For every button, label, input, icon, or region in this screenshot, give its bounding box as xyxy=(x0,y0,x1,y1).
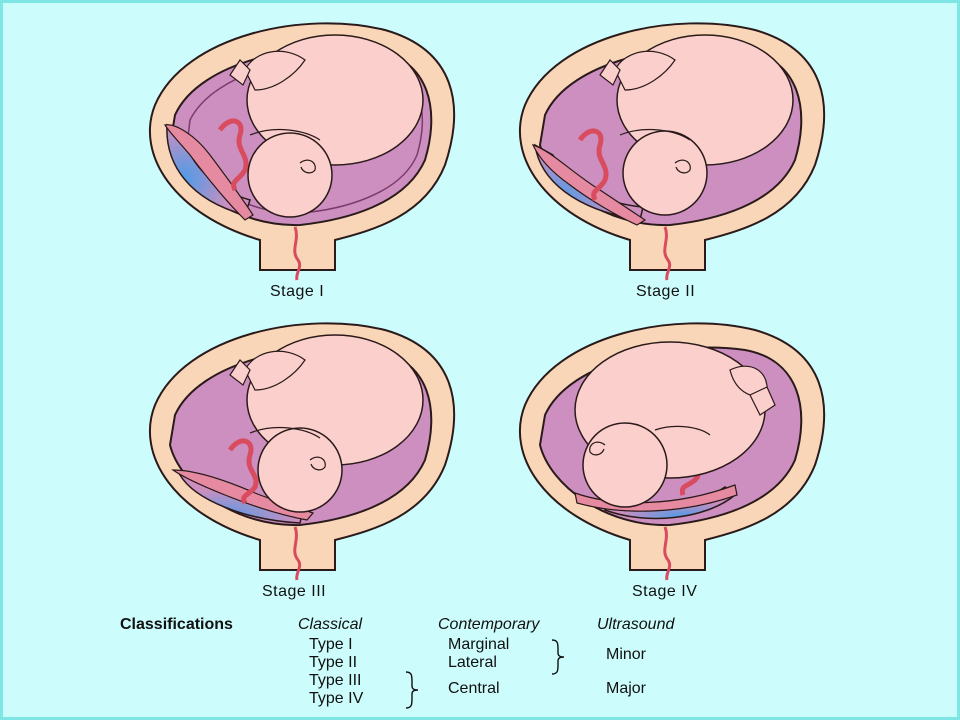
fetus xyxy=(574,341,776,508)
placenta xyxy=(531,144,647,226)
column-contemporary: Contemporary xyxy=(438,616,540,633)
contemporary-lateral: Lateral xyxy=(448,654,497,671)
fetus xyxy=(229,34,424,218)
brace-classical-3-4 xyxy=(405,671,419,709)
stage-label-3: Stage III xyxy=(262,583,327,600)
fetus xyxy=(229,334,424,513)
classical-type-2: Type II xyxy=(309,654,358,671)
placenta xyxy=(164,124,254,221)
cervix xyxy=(293,226,302,281)
stage-label-1: Stage I xyxy=(270,283,325,300)
umbilical-cord xyxy=(217,118,249,192)
classical-type-3: Type III xyxy=(309,672,362,689)
column-ultrasound: Ultrasound xyxy=(597,616,675,633)
classical-type-4: Type IV xyxy=(309,690,364,707)
cervix xyxy=(663,526,672,581)
stage-label-2: Stage II xyxy=(636,283,696,300)
umbilical-cord xyxy=(577,128,609,202)
umbilical-cord xyxy=(227,438,259,505)
classical-type-1: Type I xyxy=(309,636,353,653)
uterus-diagram-stage-2 xyxy=(519,22,826,281)
ultrasound-major: Major xyxy=(606,680,647,697)
brace-contemporary-minor xyxy=(551,639,565,675)
stage-label-4: Stage IV xyxy=(632,583,698,600)
contemporary-central: Central xyxy=(448,680,500,697)
uterus-diagram-stage-4 xyxy=(519,322,826,581)
cervix xyxy=(663,226,672,281)
classifications-title: Classifications xyxy=(120,616,233,633)
column-classical: Classical xyxy=(298,616,363,633)
fetus xyxy=(599,34,794,216)
uterus-diagram-stage-1 xyxy=(149,22,456,281)
uterus-diagram-stage-3 xyxy=(149,322,456,581)
ultrasound-minor: Minor xyxy=(606,646,647,663)
contemporary-marginal: Marginal xyxy=(448,636,510,653)
cervix xyxy=(293,526,302,581)
